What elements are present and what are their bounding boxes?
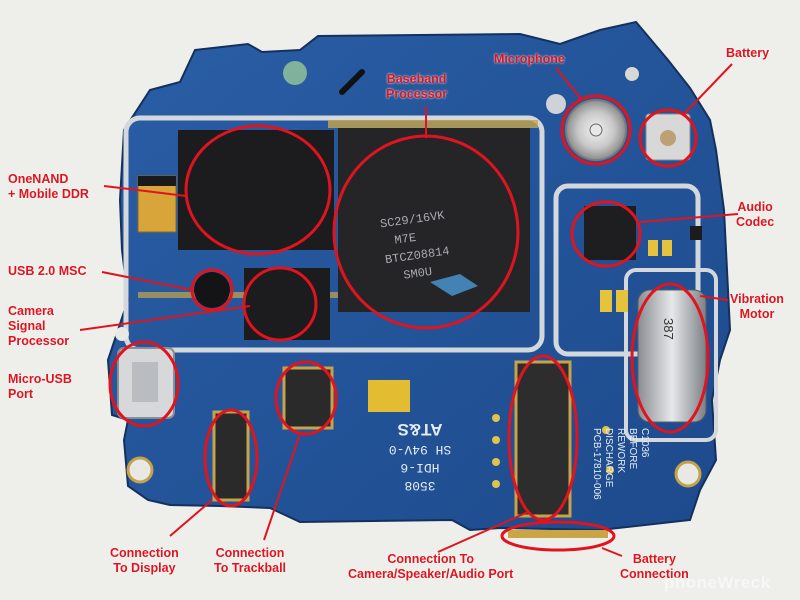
camera-processor-circle (242, 266, 318, 342)
audio-codec-chip (584, 206, 636, 260)
svg-text:SH 94V-0: SH 94V-0 (389, 442, 451, 457)
label-audio-codec: Audio Codec (736, 200, 775, 229)
annotation-circles (108, 94, 710, 552)
test-dot (492, 414, 500, 422)
display-connector (212, 410, 250, 502)
onenand-leader (103, 185, 187, 197)
label-baseband-processor: Baseband Processor (386, 72, 448, 101)
smd-component (648, 240, 658, 256)
battery-connection-contacts (508, 530, 608, 538)
mount-hole-bottom-right (674, 460, 702, 488)
test-dot (492, 480, 500, 488)
battery-contact-dot (660, 130, 676, 146)
gold-pad-strip (138, 292, 338, 298)
battery-connection-circle (500, 520, 616, 552)
vibration-motor-circle (630, 282, 710, 434)
chip-glare (430, 274, 478, 296)
camera-processor-leader (79, 305, 251, 331)
label-connection-camera: Connection To Camera/Speaker/Audio Port (348, 552, 514, 581)
vibration-motor-component (637, 289, 707, 423)
smd-component (600, 290, 612, 312)
shield-frame-left (123, 115, 545, 353)
trackball-connector (282, 366, 334, 430)
microphone-center (589, 123, 603, 137)
display-leader (169, 499, 213, 537)
micro-usb-slot (132, 362, 158, 402)
capacitor-cap (138, 176, 176, 186)
gold-pad-strip (328, 120, 538, 128)
svg-text:REWORK: REWORK (615, 428, 626, 473)
battery-circle (638, 108, 698, 168)
label-battery: Battery (726, 46, 770, 60)
label-micro-usb: Micro-USB Port (8, 372, 72, 401)
rework-silkscreen: C1036 BEFORE REWORK DISCHARGE PCB-17810-… (591, 428, 650, 500)
svg-text:BEFORE: BEFORE (627, 428, 638, 469)
trackball-connector-circle (274, 360, 338, 436)
mount-hole-top-right (625, 67, 639, 81)
label-microphone: Microphone (494, 52, 565, 66)
svg-text:C1036: C1036 (639, 428, 650, 458)
label-vibration-motor: Vibration Motor (730, 292, 784, 321)
mount-hole-left (115, 327, 129, 341)
label-battery-connection: Battery Connection (620, 552, 689, 581)
onenand-circle (184, 124, 332, 256)
vibration-leader (699, 295, 729, 301)
usb-msc-chip (194, 272, 230, 308)
smd-component (690, 226, 702, 240)
camera-connector-circle (507, 354, 579, 522)
usb-msc-leader (101, 271, 193, 291)
label-connection-trackball: Connection To Trackball (214, 546, 287, 575)
test-dot (492, 458, 500, 466)
display-connector-circle (203, 408, 259, 508)
svg-text:AT&S: AT&S (397, 420, 442, 439)
shield-frame-motor (624, 268, 718, 442)
camera-connector-leader (437, 511, 529, 553)
svg-text:DISCHARGE: DISCHARGE (603, 428, 614, 488)
svg-text:3508: 3508 (404, 478, 435, 493)
label-usb-msc: USB 2.0 MSC (8, 264, 87, 278)
microphone-circle (560, 94, 632, 166)
audio-codec-circle (570, 200, 642, 268)
smd-component (662, 240, 672, 256)
label-camera-signal-processor: Camera Signal Processor (8, 304, 70, 348)
microphone-mount (546, 94, 566, 114)
annotation-leaders (79, 63, 739, 557)
label-onenand: OneNAND + Mobile DDR (8, 172, 89, 201)
mount-hole-bottom-left (126, 456, 154, 484)
onenand-chip (178, 130, 334, 250)
board-test-pad (283, 61, 307, 85)
label-connection-display: Connection To Display (110, 546, 179, 575)
smd-component (616, 290, 628, 312)
microphone-leader (555, 67, 583, 101)
micro-usb-circle (108, 340, 180, 428)
svg-text:PCB-17810-006: PCB-17810-006 (591, 428, 602, 500)
trackball-leader (263, 433, 301, 541)
board-silkscreen: 3508 HDI-6 SH 94V-0 AT&S (389, 420, 451, 493)
board-scratch (339, 69, 365, 95)
motor-marking: 387 (661, 318, 676, 340)
test-dot (492, 436, 500, 444)
camera-speaker-connector (514, 360, 572, 518)
gold-pad (368, 380, 410, 412)
audio-codec-leader (639, 213, 739, 223)
watermark: phoneWreck (664, 573, 771, 592)
test-dot (606, 466, 614, 474)
test-dot (602, 426, 610, 434)
battery-leader (683, 63, 733, 115)
battery-connection-leader (601, 547, 623, 557)
svg-text:HDI-6: HDI-6 (400, 460, 439, 475)
